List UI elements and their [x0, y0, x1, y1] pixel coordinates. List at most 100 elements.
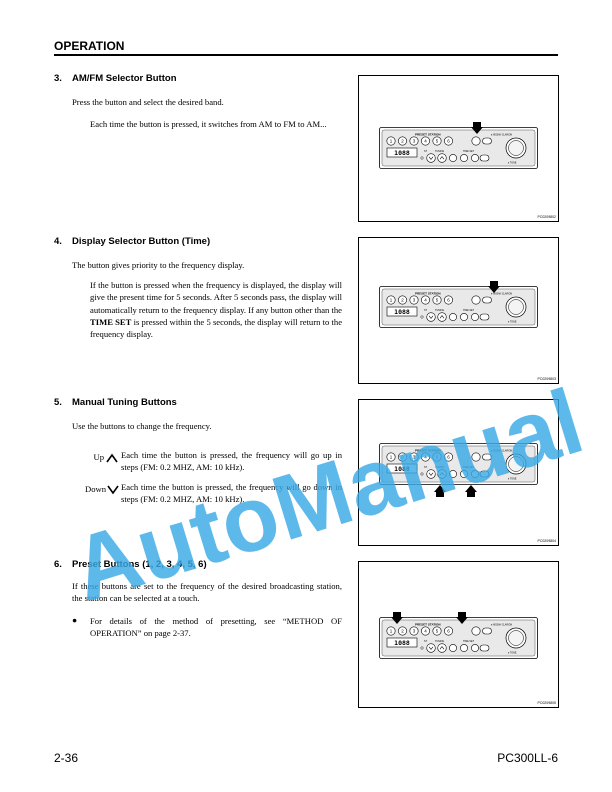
preset-number: 2 [401, 629, 404, 634]
section-5-title: 5.Manual Tuning Buttons [54, 397, 177, 408]
preset-number: 1 [390, 455, 393, 460]
section-5-intro: Use the buttons to change the frequency. [72, 421, 212, 431]
brand-label: ▸ NISSAN CLARION [491, 134, 513, 137]
arrow-pointer-icon [434, 485, 446, 497]
power-button [482, 453, 492, 461]
tune-arrow-icon [428, 646, 434, 650]
section-6-title: 6.Preset Buttons (1, 2, 3, 4, 5, 6) [54, 559, 207, 570]
section-3-title: 3.AM/FM Selector Button [54, 73, 177, 84]
radio-face [381, 445, 536, 483]
preset-number: 3 [413, 298, 416, 303]
down-label: Down [84, 484, 106, 494]
section-3-intro: Press the button and select the desired … [72, 97, 224, 107]
preset-number: 5 [436, 139, 439, 144]
down-text: Each time the button is pressed, the fre… [121, 482, 342, 505]
time-set-button [471, 644, 479, 652]
tune-arrow-icon [428, 156, 434, 160]
preset-number: 2 [401, 298, 404, 303]
up-arrow-icon [106, 453, 118, 463]
preset-button-1 [386, 452, 396, 462]
tune-arrow-icon [439, 156, 445, 160]
preset-button-5 [432, 295, 442, 305]
figure-code: PC0209803 [537, 377, 557, 381]
preset-button-1 [386, 295, 396, 305]
preset-label: PRESET STATION [415, 292, 441, 296]
time-set-button [471, 313, 479, 321]
time-set-label: TIME SET [463, 640, 475, 643]
preset-label: PRESET STATION [415, 449, 441, 453]
preset-number: 5 [436, 298, 439, 303]
time-set-label: TIME SET [463, 150, 475, 153]
tune-up-button [437, 469, 447, 479]
preset-number: 2 [401, 455, 404, 460]
tone-label: ▸ TONE [508, 478, 517, 481]
brand-label: ▸ NISSAN CLARION [491, 293, 513, 296]
preset-number: 5 [436, 455, 439, 460]
preset-button-6 [444, 626, 454, 636]
section-6-intro: If these buttons are set to the frequenc… [72, 581, 342, 604]
display-button [479, 644, 490, 652]
figure-code: PC0209802 [537, 215, 557, 219]
st-indicator [420, 315, 424, 319]
preset-number: 6 [447, 139, 450, 144]
arrow-pointer-icon [456, 612, 468, 624]
preset-number: 2 [401, 139, 404, 144]
preset-button-3 [409, 136, 419, 146]
time-set-button [471, 154, 479, 162]
section-3-detail: Each time the button is pressed, it swit… [90, 119, 327, 129]
tune-arrow-icon [428, 315, 434, 319]
section-4-intro: The button gives priority to the frequen… [72, 260, 245, 270]
frequency-display: 1088 [394, 149, 410, 157]
time-set-button [449, 644, 457, 652]
am-fm-button [471, 136, 481, 146]
volume-knob-inner [508, 456, 524, 472]
preset-number: 4 [424, 298, 427, 303]
st-label: ST [424, 466, 428, 469]
tune-arrow-icon [439, 472, 445, 476]
preset-button-3 [409, 626, 419, 636]
display-window [386, 306, 418, 317]
time-set-button [471, 470, 479, 478]
power-button [482, 296, 492, 304]
up-label: Up [93, 452, 104, 462]
preset-button-4 [420, 295, 430, 305]
radio-face [381, 619, 536, 657]
preset-button-3 [409, 452, 419, 462]
time-set-button [460, 470, 468, 478]
preset-button-2 [397, 626, 407, 636]
frequency-display: 1088 [394, 308, 410, 316]
st-label: ST [424, 150, 428, 153]
power-button [482, 137, 492, 145]
tune-down-button [426, 643, 436, 653]
display-button [479, 470, 490, 478]
preset-number: 3 [413, 629, 416, 634]
preset-button-5 [432, 452, 442, 462]
tune-arrow-icon [439, 315, 445, 319]
preset-number: 3 [413, 139, 416, 144]
radio-face [381, 129, 536, 167]
preset-button-2 [397, 295, 407, 305]
time-set-bold: TIME SET [90, 316, 132, 327]
header-rule [54, 54, 558, 56]
preset-number: 4 [424, 455, 427, 460]
time-set-button [449, 313, 457, 321]
brand-label: ▸ NISSAN CLARION [491, 624, 513, 627]
st-indicator [420, 472, 424, 476]
tuning-label: TUNING [435, 640, 444, 643]
section-4-detail: If the button is pressed when the freque… [90, 280, 343, 340]
tone-label: ▸ TONE [508, 321, 517, 324]
time-set-button [460, 644, 468, 652]
am-fm-button [471, 452, 481, 462]
tune-arrow-icon [439, 646, 445, 650]
bullet-dot: ● [72, 615, 78, 625]
tone-label: ▸ TONE [508, 162, 517, 165]
power-button [482, 627, 492, 635]
time-set-button [449, 154, 457, 162]
preset-button-6 [444, 295, 454, 305]
tune-down-button [426, 312, 436, 322]
